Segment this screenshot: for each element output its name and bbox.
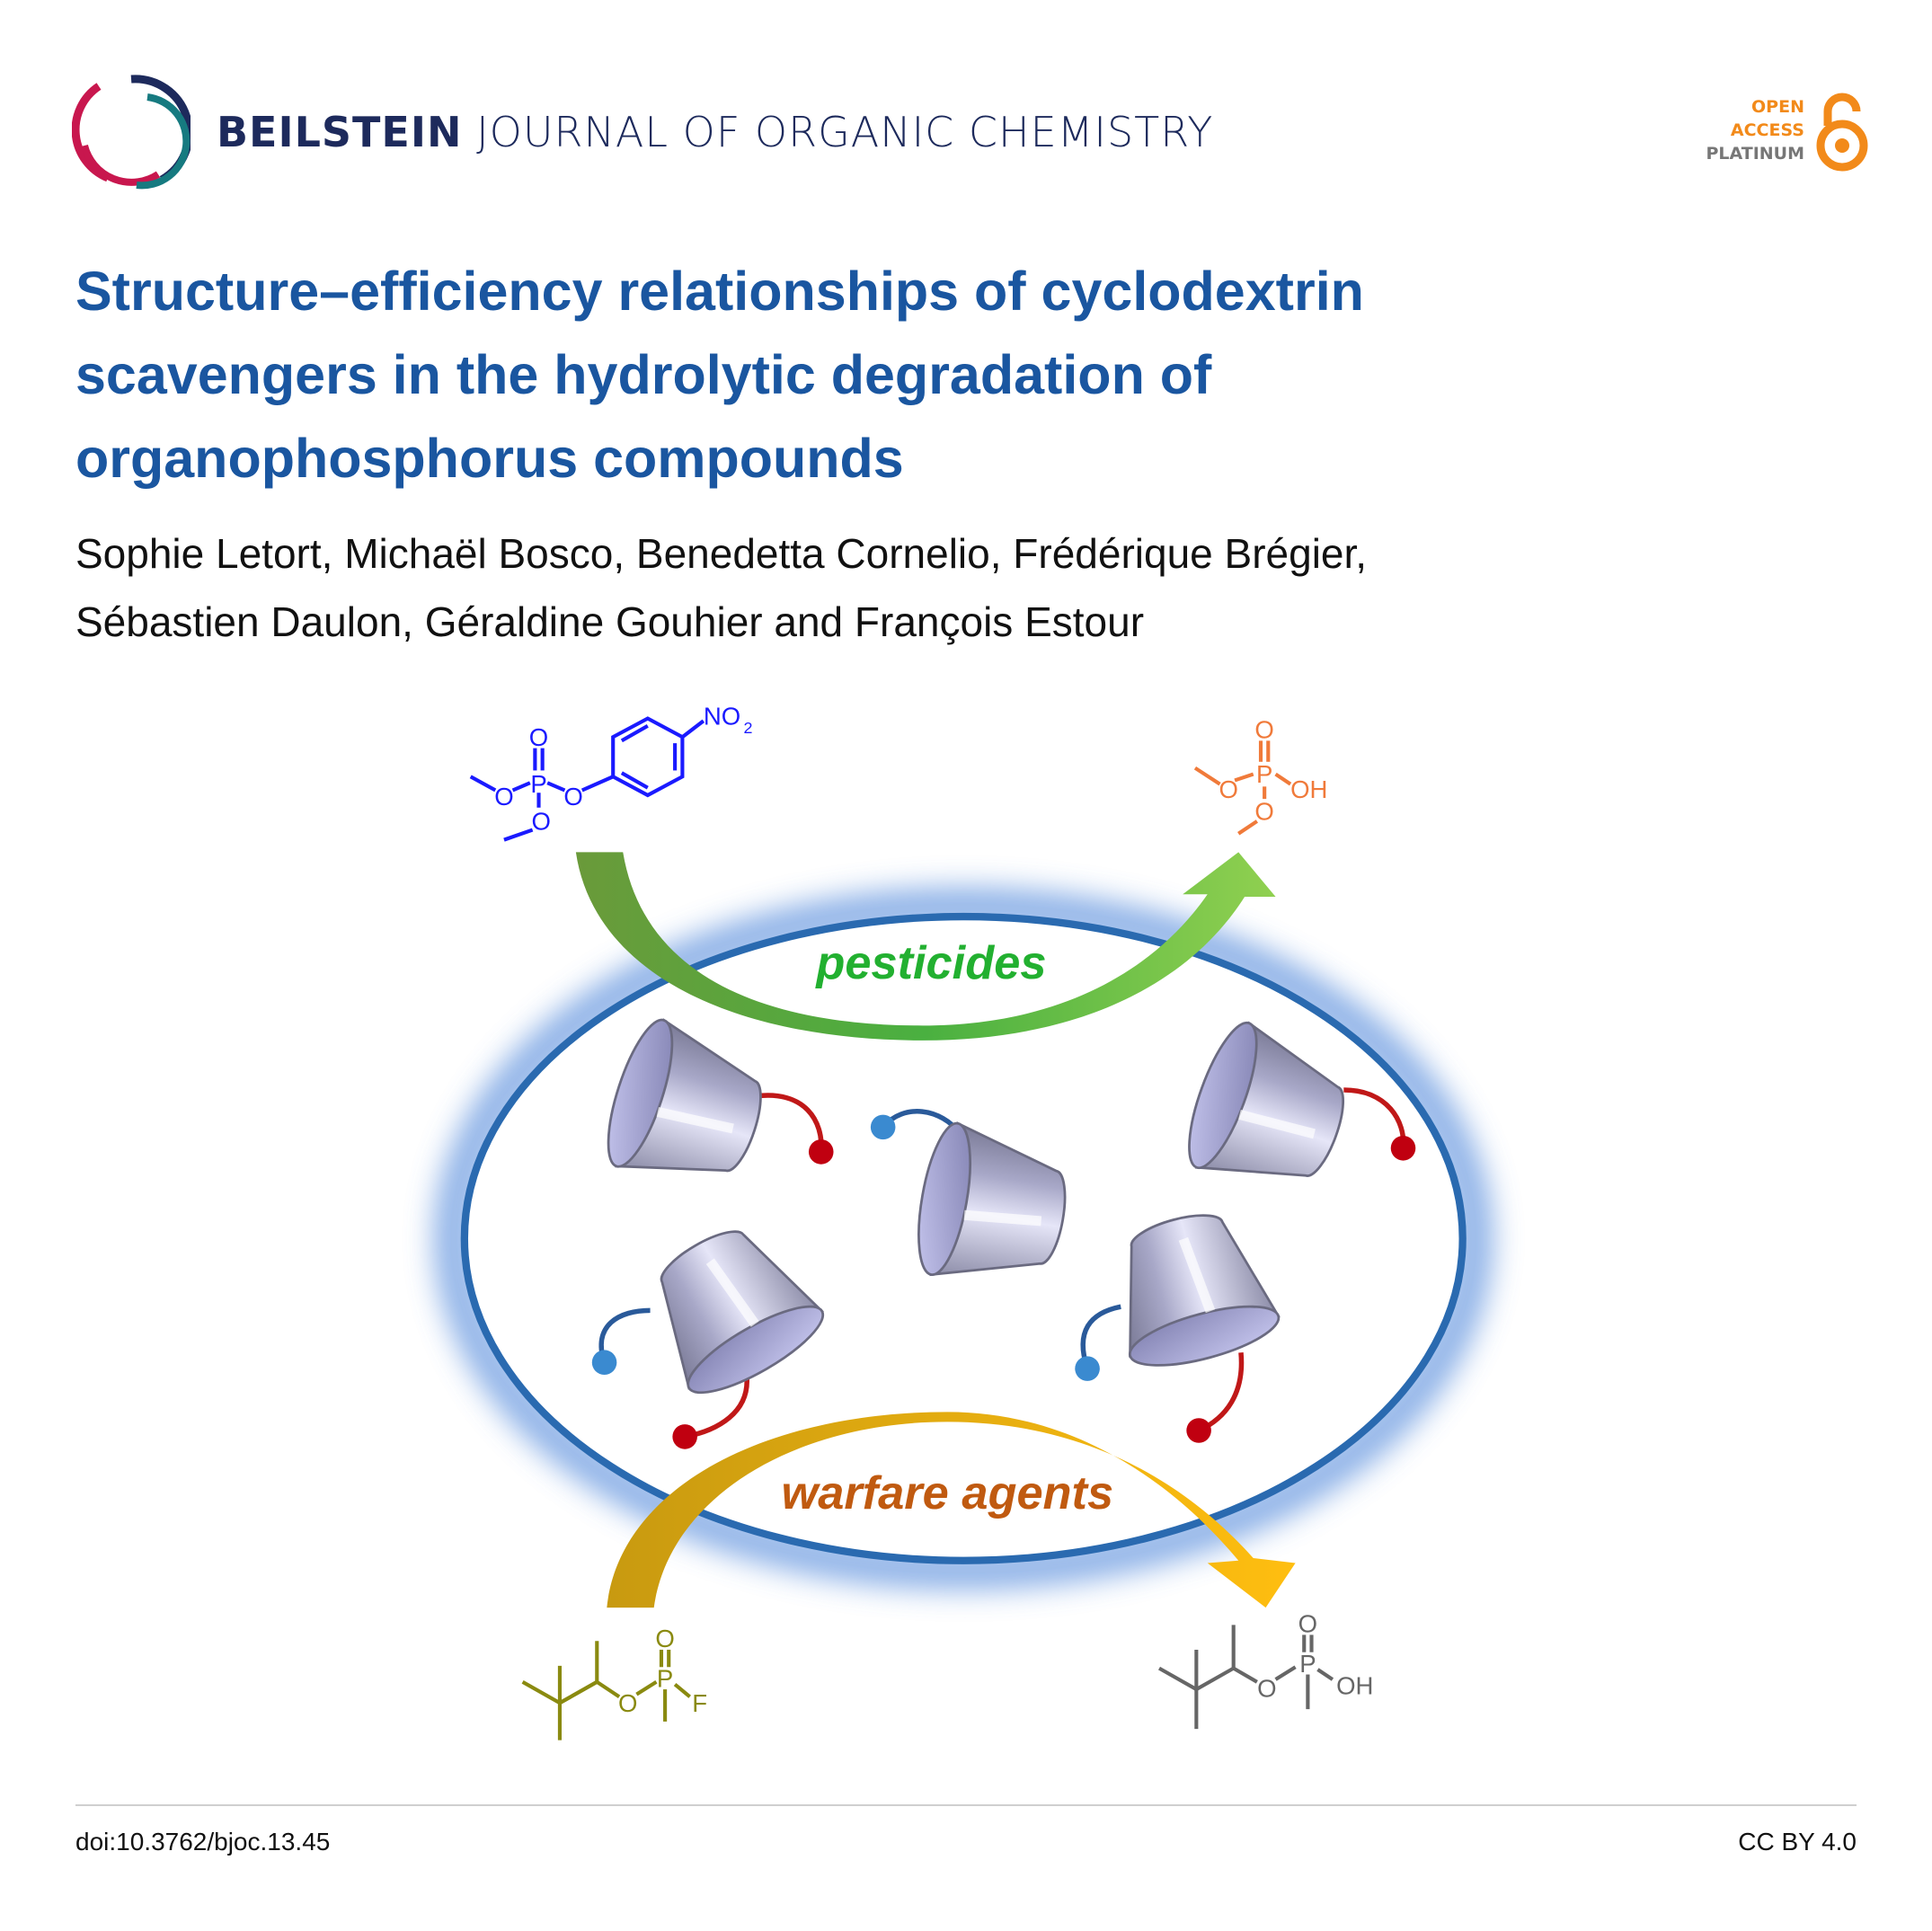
soman-structure: [521, 1641, 691, 1741]
badge-platinum: PLATINUM: [1706, 144, 1804, 164]
svg-text:O: O: [563, 783, 582, 810]
paraoxon-methyl-structure: [469, 716, 705, 842]
author-list: Sophie Letort, Michaël Bosco, Benedetta …: [75, 519, 1603, 656]
license: CC BY 4.0: [1738, 1828, 1857, 1856]
solution-ellipse-glow: [434, 888, 1493, 1590]
journal-name-rest: JOURNAL OF ORGANIC CHEMISTRY: [476, 108, 1214, 156]
journal-name: BEILSTEIN JOURNAL OF ORGANIC CHEMISTRY: [217, 108, 1213, 156]
journal-name-bold: BEILSTEIN: [217, 108, 463, 156]
svg-text:P: P: [657, 1664, 673, 1692]
pesticides-arrow: [575, 852, 1276, 1041]
svg-text:OH: OH: [1336, 1672, 1373, 1700]
cyclodextrin-cup: [595, 1014, 834, 1204]
svg-text:O: O: [618, 1689, 637, 1717]
warfare-arrow: [607, 1412, 1296, 1608]
svg-text:OH: OH: [1290, 775, 1327, 803]
svg-text:O: O: [1298, 1610, 1317, 1638]
open-access-badge: OPEN ACCESS PLATINUM: [1706, 95, 1804, 165]
pinacolyl-labels: O P O OH: [1257, 1610, 1373, 1703]
badge-access: ACCESS: [1730, 120, 1804, 140]
cyclodextrin-cup: [1075, 1200, 1284, 1443]
pinacolyl-methylphosphonic-acid-structure: [1157, 1625, 1334, 1730]
open-lock-icon: [1816, 93, 1868, 172]
cyclodextrin-cup: [591, 1207, 833, 1449]
paraoxon-labels: O P O O O NO 2: [494, 702, 752, 835]
svg-text:O: O: [1254, 716, 1273, 744]
journal-logo-icon: [72, 75, 191, 190]
dimethyl-phosphate-structure: [1193, 740, 1292, 836]
svg-text:O: O: [1257, 1674, 1276, 1702]
cyclodextrin-cup: [870, 1109, 1077, 1296]
svg-text:P: P: [1299, 1650, 1316, 1678]
svg-text:O: O: [494, 783, 513, 810]
svg-text:P: P: [530, 770, 546, 798]
cyclodextrin-cup: [1175, 1015, 1416, 1209]
authors-line-2: Sébastien Daulon, Géraldine Gouhier and …: [75, 598, 1145, 645]
svg-text:O: O: [655, 1625, 674, 1652]
soman-labels: O P O F: [618, 1625, 707, 1717]
dimethyl-phosphate-labels: O P O OH O: [1219, 716, 1327, 826]
svg-text:O: O: [532, 808, 551, 836]
footer-divider: [75, 1804, 1857, 1806]
svg-text:P: P: [1256, 760, 1272, 788]
pesticides-label: pesticides: [814, 937, 1046, 989]
badge-open: OPEN: [1751, 97, 1804, 117]
authors-line-1: Sophie Letort, Michaël Bosco, Benedetta …: [75, 530, 1368, 577]
doi: doi:10.3762/bjoc.13.45: [75, 1828, 331, 1856]
svg-text:O: O: [1254, 798, 1273, 826]
article-title: Structure–efficiency relationships of cy…: [75, 261, 1364, 489]
svg-text:NO: NO: [704, 702, 740, 730]
svg-text:O: O: [529, 723, 548, 751]
warfare-label: warfare agents: [782, 1467, 1114, 1519]
svg-text:O: O: [1219, 775, 1237, 803]
svg-text:2: 2: [743, 719, 752, 737]
svg-text:F: F: [692, 1689, 707, 1717]
